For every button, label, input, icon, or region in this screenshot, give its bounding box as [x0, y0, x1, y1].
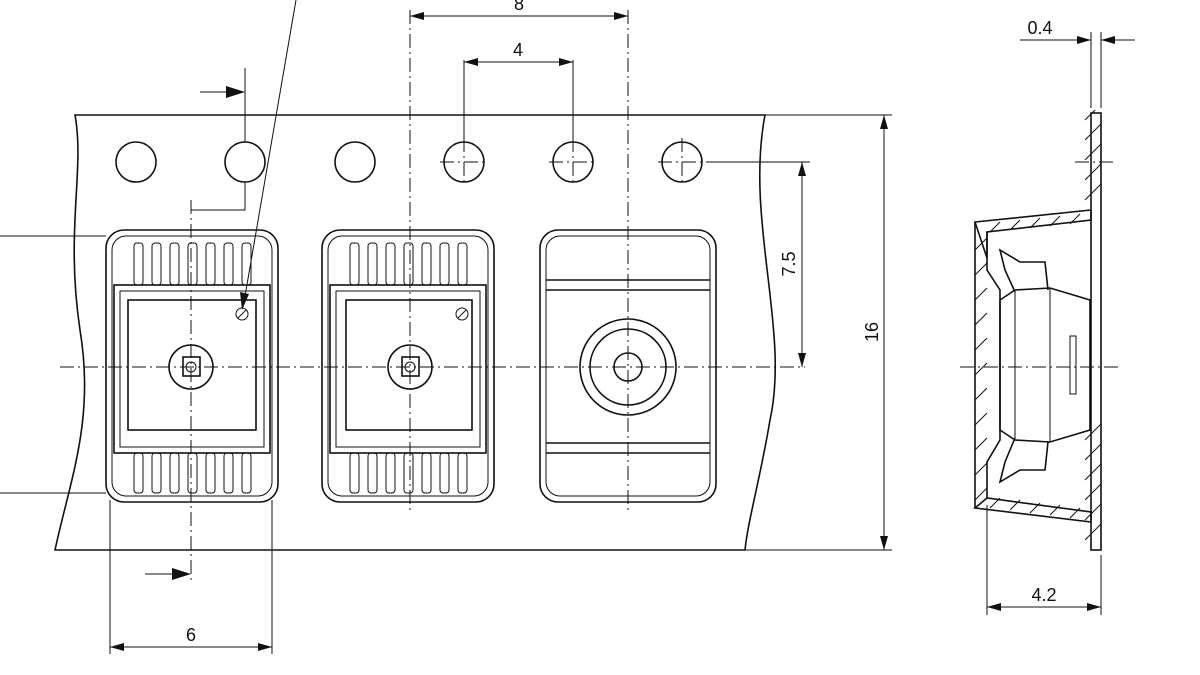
dim-hole-to-cavity-label: 7.5	[779, 251, 799, 276]
dim-cavity-depth: 4.2	[986, 505, 1102, 615]
pocket-1	[105, 229, 279, 503]
dim-hole-pitch-label: 4	[513, 40, 523, 60]
dim-tape-width-label: 16	[862, 322, 882, 342]
dim-cavity-width: 6	[109, 500, 273, 654]
dim-tape-thickness: 0.4	[1020, 18, 1135, 108]
center-lines	[60, 10, 805, 580]
leader-lines	[0, 0, 297, 580]
dim-pitch-label: 8	[514, 0, 524, 14]
hatching	[974, 110, 1102, 541]
dim-tape-thickness-label: 0.4	[1027, 18, 1052, 38]
dim-tape-width: 16	[745, 114, 892, 551]
dim-hole-pitch: 4	[463, 40, 574, 140]
dim-pitch: 8	[410, 0, 628, 20]
dim-hole-to-cavity: 7.5	[706, 161, 810, 367]
leads-bottom-1	[133, 452, 252, 494]
leads-bottom-2	[349, 452, 468, 494]
carrier-tape	[54, 114, 776, 551]
dim-cavity-width-label: 6	[186, 625, 196, 645]
tape-cross-section	[960, 110, 1120, 551]
sprocket-holes	[115, 138, 706, 186]
pocket-2	[321, 229, 495, 503]
leads-top-2	[349, 242, 468, 286]
leads-top-1	[133, 242, 252, 286]
dim-cavity-depth-label: 4.2	[1031, 585, 1056, 605]
